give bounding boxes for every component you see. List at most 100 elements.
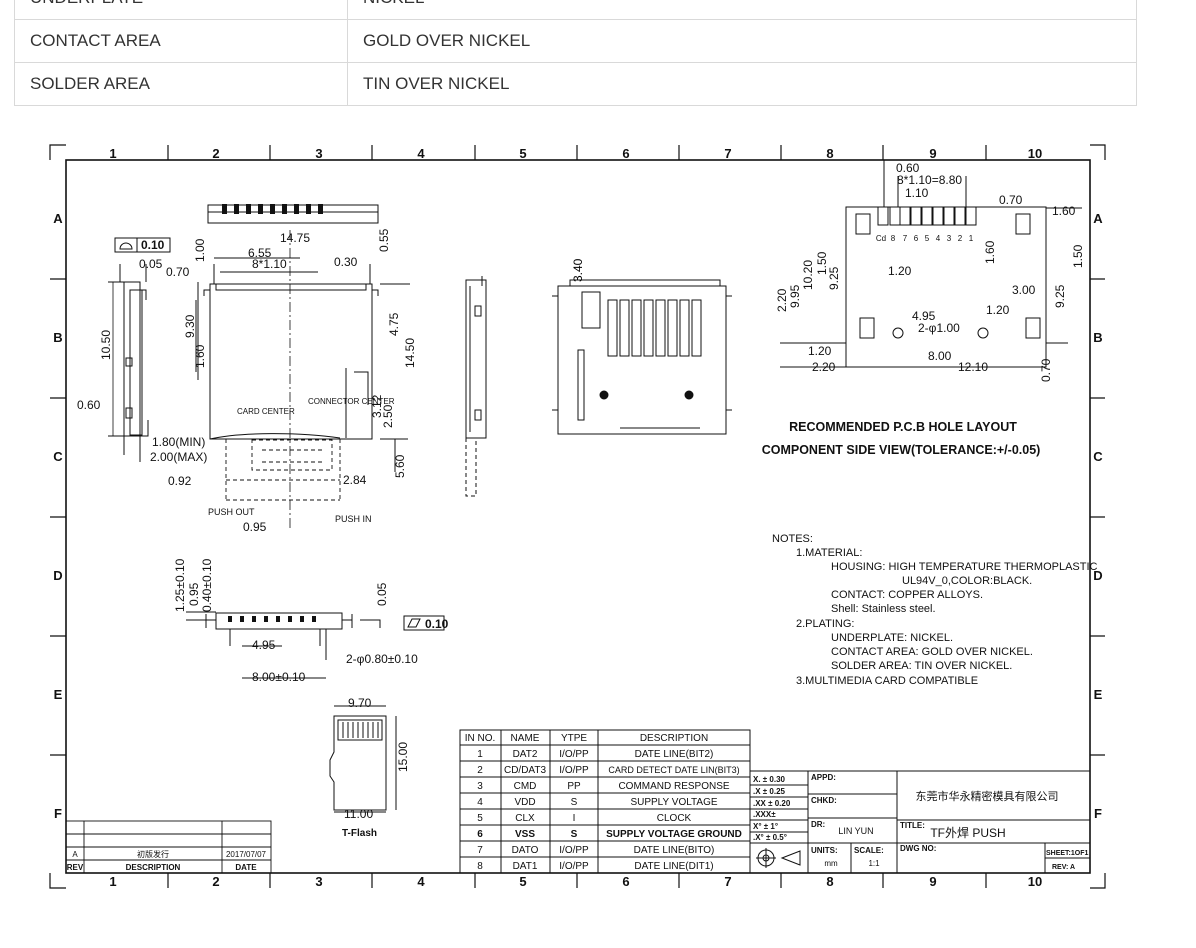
front-dim-495: 4.95 bbox=[252, 638, 276, 652]
pcb-pin-7: 7 bbox=[903, 234, 908, 243]
pcb-dim-160: 1.60 bbox=[983, 240, 997, 264]
front-dim-040: 0.40±0.10 bbox=[200, 558, 214, 612]
tol-angle: X° ± 1° bbox=[753, 822, 778, 831]
zone-number-1-bottom: 1 bbox=[109, 874, 116, 889]
pin-table-cell: CLOCK bbox=[657, 813, 692, 824]
pcb-dim-110: 1.10 bbox=[905, 186, 929, 200]
top-dim-055: 0.55 bbox=[377, 228, 391, 252]
notes-line: UL94V_0,COLOR:BLACK. bbox=[902, 575, 1032, 587]
pcb-layout bbox=[780, 160, 1082, 368]
pin-table-cell: DATE LINE(BIT2) bbox=[635, 749, 714, 760]
spec-value: TIN OVER NICKEL bbox=[347, 62, 1137, 106]
card-dim-1100: 11.00 bbox=[344, 807, 373, 821]
zone-number-5-bottom: 5 bbox=[519, 874, 526, 889]
pin-table-cell: VDD bbox=[514, 797, 535, 808]
top-dim-030: 0.30 bbox=[334, 255, 358, 269]
pcb-subtitle: COMPONENT SIDE VIEW(TOLERANCE:+/-0.05) bbox=[762, 443, 1041, 457]
spec-value: GOLD OVER NICKEL bbox=[347, 19, 1137, 63]
card-label: T-Flash bbox=[342, 828, 377, 839]
appd-label: APPD: bbox=[811, 773, 836, 782]
pin-table-header: NAME bbox=[511, 733, 540, 744]
pcb-dim-1210: 12.10 bbox=[958, 360, 988, 374]
top-dim-095: 0.95 bbox=[243, 520, 267, 534]
notes-line: CONTACT AREA: GOLD OVER NICKEL. bbox=[831, 646, 1033, 658]
pin-table-cell: I/O/PP bbox=[559, 749, 589, 760]
side-dim-180: 1.80(MIN) bbox=[152, 435, 205, 449]
top-dim-560: 5.60 bbox=[393, 454, 407, 478]
pcb-dim-120: 1.20 bbox=[888, 264, 912, 278]
zone-number-9: 9 bbox=[929, 146, 936, 161]
pcb-title: RECOMMENDED P.C.B HOLE LAYOUT bbox=[789, 420, 1017, 434]
zone-letter-e-right: E bbox=[1094, 687, 1103, 702]
spec-value: NICKEL bbox=[347, 0, 1137, 20]
rev-date-label: DATE bbox=[235, 863, 257, 872]
pcb-dim-1020: 10.20 bbox=[801, 260, 815, 290]
pcb-dim-495: 4.95 bbox=[912, 309, 936, 323]
pcb-pin-1: 1 bbox=[969, 234, 974, 243]
title-block bbox=[749, 770, 1091, 874]
zone-letter-f-right: F bbox=[1094, 806, 1102, 821]
notes-line: 3.MULTIMEDIA CARD COMPATIBLE bbox=[796, 675, 978, 687]
pin-table-cell: DAT2 bbox=[513, 749, 538, 760]
push-in-label: PUSH IN bbox=[335, 514, 372, 524]
side-dim-060: 0.60 bbox=[77, 398, 101, 412]
pin-table-cell: 7 bbox=[477, 845, 483, 856]
side-dim-200: 2.00(MAX) bbox=[150, 450, 207, 464]
zone-letter-f: F bbox=[54, 806, 62, 821]
tol-x1: .X ± 0.25 bbox=[753, 787, 786, 796]
spec-label: SOLDER AREA bbox=[14, 62, 348, 106]
front-dim-800: 8.00±0.10 bbox=[252, 670, 306, 684]
bottom-view bbox=[552, 279, 732, 435]
zone-number-9-bottom: 9 bbox=[929, 874, 936, 889]
chkd-label: CHKD: bbox=[811, 796, 837, 805]
top-view bbox=[195, 204, 410, 530]
front-dim-125: 1.25±0.10 bbox=[173, 558, 187, 612]
top-dim-284: 2.84 bbox=[343, 473, 367, 487]
pin-table-header: YTPE bbox=[561, 733, 587, 744]
pin-table-cell: 5 bbox=[477, 813, 483, 824]
zone-letter-a-right: A bbox=[1093, 211, 1103, 226]
pcb-dim-220-left: 2.20 bbox=[775, 288, 789, 312]
zone-letter-b: B bbox=[53, 330, 62, 345]
pin-table-cell: DATE LINE(DIT1) bbox=[634, 861, 713, 872]
notes-line: UNDERPLATE: NICKEL. bbox=[831, 632, 953, 644]
pin-table-cell: VSS bbox=[515, 829, 535, 840]
zone-number-4: 4 bbox=[417, 146, 425, 161]
top-dim-1475: 14.75 bbox=[280, 231, 310, 245]
front-dim-095: 0.95 bbox=[187, 582, 201, 606]
pin-table-cell: 8 bbox=[477, 861, 483, 872]
pcb-dim-160-right: 1.60 bbox=[1052, 204, 1076, 218]
rev-description-label: DESCRIPTION bbox=[126, 863, 181, 872]
rev-label: REV bbox=[67, 863, 84, 872]
top-dim-160: 1.60 bbox=[193, 344, 207, 368]
zone-letter-d-right: D bbox=[1093, 568, 1102, 583]
pin-table-cell: CMD bbox=[514, 781, 537, 792]
top-dim-312: 3.12 bbox=[370, 394, 384, 418]
units-label: UNITS: bbox=[811, 846, 838, 855]
title-value: TF外焊 PUSH bbox=[930, 825, 1005, 840]
title-label: TITLE: bbox=[900, 821, 925, 830]
pin-table-cell: I/O/PP bbox=[559, 765, 589, 776]
pcb-dim-120-right: 1.20 bbox=[986, 303, 1010, 317]
pcb-dim-150-right: 1.50 bbox=[1071, 244, 1085, 268]
pin-table-cell: I bbox=[573, 813, 576, 824]
zone-number-8: 8 bbox=[826, 146, 833, 161]
rev-description: 初版发行 bbox=[137, 849, 169, 859]
pin-table-cell: CD/DAT3 bbox=[504, 765, 546, 776]
pin-table-cell: PP bbox=[567, 781, 581, 792]
pin-table-header: IN NO. bbox=[465, 733, 496, 744]
revision-block bbox=[65, 820, 272, 874]
pin-table-cell: SUPPLY VOLTAGE bbox=[630, 797, 717, 808]
zone-number-10-bottom: 10 bbox=[1028, 874, 1042, 889]
card-center-label: CARD CENTER bbox=[237, 407, 295, 416]
spec-label: UNDERPLATE bbox=[14, 0, 348, 20]
pcb-pin-3: 3 bbox=[947, 234, 952, 243]
card-dim-970: 9.70 bbox=[348, 696, 372, 710]
zone-number-1: 1 bbox=[109, 146, 116, 161]
pcb-dim-pitch: 8*1.10=8.80 bbox=[897, 173, 962, 187]
pin-table-cell: DATO bbox=[512, 845, 539, 856]
bottom-dim-340: 3.40 bbox=[571, 258, 585, 282]
tflash-card bbox=[329, 705, 397, 813]
pin-table-cell: S bbox=[571, 829, 578, 840]
